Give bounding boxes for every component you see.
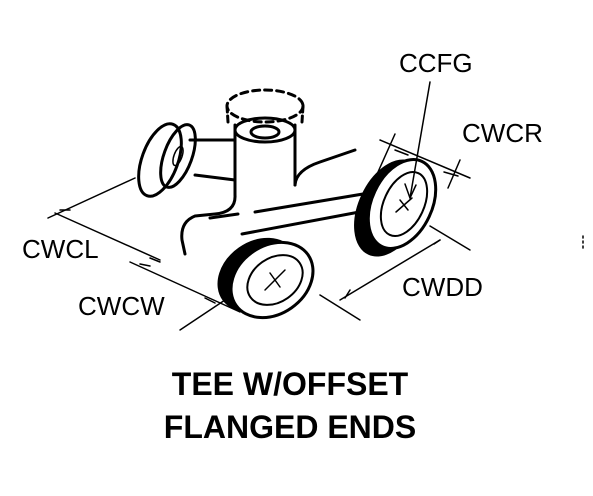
label-cwdd: CWDD: [402, 272, 483, 302]
right-flange: [354, 158, 438, 257]
label-cwcr: CWCR: [462, 118, 543, 148]
label-cwcl: CWCL: [22, 234, 99, 264]
top-stem: [225, 88, 305, 144]
title-line-1: TEE W/OFFSET: [172, 366, 409, 402]
front-flange: [217, 237, 315, 320]
label-ccfg: CCFG: [399, 48, 473, 78]
left-flange: [137, 122, 197, 198]
label-cwcw: CWCW: [78, 291, 165, 321]
tee-body: [180, 138, 377, 256]
title-line-2: FLANGED ENDS: [164, 409, 416, 445]
dimension-lines: [47, 81, 584, 331]
